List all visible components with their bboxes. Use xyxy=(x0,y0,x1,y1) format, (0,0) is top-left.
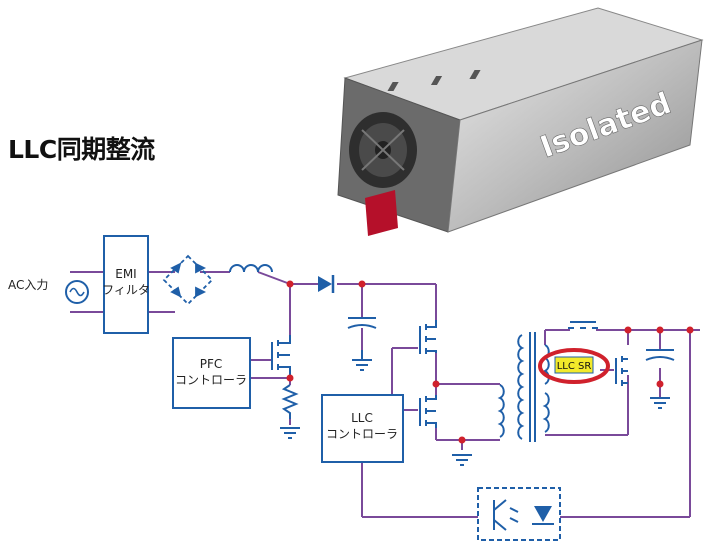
llc-sr-label: LLC SR xyxy=(557,361,592,372)
emi-filter-block: EMI フィルタ xyxy=(102,235,150,334)
llc-low-side-mosfet-icon xyxy=(419,395,437,428)
page-title: LLC同期整流 xyxy=(8,135,155,164)
sr-side-mosfet-icon xyxy=(615,356,628,386)
transformer-icon xyxy=(517,332,550,442)
pfc-label-line2: コントローラ xyxy=(175,373,247,387)
sense-resistor-icon xyxy=(281,384,299,419)
sr-top-mosfet-icon xyxy=(568,321,598,329)
power-supply-image: Isolated xyxy=(337,7,704,236)
ac-input-label: AC入力 xyxy=(8,278,48,292)
ground-icon xyxy=(352,350,372,371)
llc-sr-highlight: LLC SR xyxy=(538,348,610,384)
ground-icon xyxy=(650,397,670,409)
llc-controller-block: LLC コントローラ xyxy=(321,394,404,463)
llc-high-side-mosfet-icon xyxy=(419,320,437,354)
pfc-label-line1: PFC xyxy=(200,357,223,371)
bulk-capacitor-icon xyxy=(347,317,377,329)
emi-label-line1: EMI xyxy=(115,267,136,281)
bridge-rectifier-icon xyxy=(162,254,214,306)
pfc-controller-block: PFC コントローラ xyxy=(172,337,251,409)
output-capacitor-icon xyxy=(645,349,675,361)
ac-source-icon xyxy=(65,280,89,304)
llc-label-line1: LLC xyxy=(351,411,373,425)
ground-icon xyxy=(280,427,300,439)
pfc-mosfet-icon xyxy=(271,335,291,375)
pfc-inductor-icon xyxy=(229,264,273,273)
resonant-inductor-icon xyxy=(497,384,505,438)
fan-icon xyxy=(349,112,417,188)
handle-icon xyxy=(365,190,398,236)
optocoupler-icon xyxy=(477,487,561,541)
llc-label-line2: コントローラ xyxy=(326,427,398,441)
junction-dots xyxy=(286,280,694,444)
ground-icon xyxy=(452,454,472,466)
emi-label-line2: フィルタ xyxy=(102,283,150,297)
boost-diode-icon xyxy=(318,275,335,293)
